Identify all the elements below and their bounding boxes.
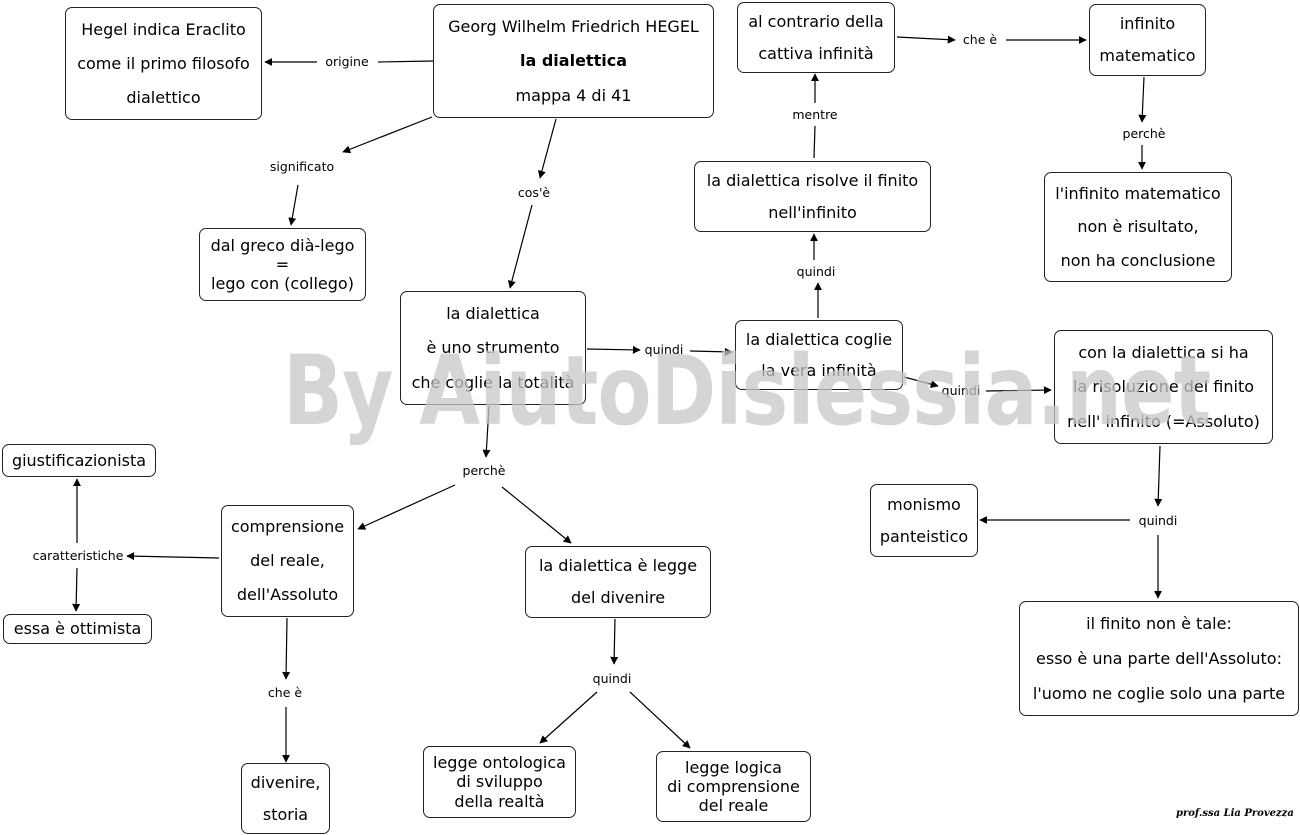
author-signature: prof.ssa Lia Provezza — [1176, 808, 1294, 819]
comprensione-node: comprensione del reale, dell'Assoluto — [221, 505, 354, 617]
link-label-perche-mid: perchè — [459, 464, 509, 478]
divenire-storia-node: divenire, storia — [241, 763, 330, 834]
vera-line-2: la vera infinità — [761, 360, 877, 380]
hegel-title-node: Georg Wilhelm Friedrich HEGEL la dialett… — [433, 4, 714, 118]
ontologica-line-2: di sviluppo — [456, 772, 543, 792]
non-risultato-line-2: non è risultato, — [1077, 217, 1199, 237]
comprensione-line-2: del reale, — [250, 551, 325, 571]
monismo-node: monismo panteistico — [870, 484, 978, 557]
legge-ontologica-node: legge ontologica di sviluppo della realt… — [423, 746, 576, 818]
legge-divenire-node: la dialettica è legge del divenire — [525, 546, 711, 618]
link-label-caratteristiche: caratteristiche — [29, 549, 127, 563]
giustificazionista-node: giustificazionista — [2, 444, 156, 477]
link-label-quindi-bottom: quindi — [589, 672, 635, 686]
logica-line-3: del reale — [698, 796, 769, 816]
monismo-line-2: panteistico — [879, 527, 969, 547]
strumento-line-3: che coglie la totalità — [411, 373, 575, 393]
link-label-origine: origine — [322, 55, 372, 69]
eraclito-line-3: dialettico — [126, 88, 201, 108]
vera-line-1: la dialettica coglie — [745, 329, 893, 349]
inf-mat-line-1: infinito — [1119, 14, 1176, 34]
link-label-quindi-right: quindi — [938, 384, 984, 398]
link-label-significato: significato — [266, 160, 338, 174]
ontologica-line-3: della realtà — [454, 791, 545, 811]
link-label-quindi-bottom-right: quindi — [1135, 514, 1181, 528]
link-label-perche-top: perchè — [1119, 127, 1169, 141]
link-label-quindi-up: quindi — [793, 265, 839, 279]
giustificazionista-label: giustificazionista — [11, 450, 147, 470]
legge-divenire-line-1: la dialettica è legge — [538, 556, 698, 576]
infinito-matematico-node: infinito matematico — [1089, 4, 1206, 76]
divenire-line-2: storia — [262, 804, 309, 824]
strumento-line-1: la dialettica — [446, 303, 540, 323]
finito-line-3: l'uomo ne coglie solo una parte — [1032, 683, 1286, 703]
link-label-che-e-top: che è — [959, 33, 1001, 47]
cattiva-infinita-node: al contrario della cattiva infinità — [737, 2, 895, 73]
risoluzione-line-1: con la dialettica si ha — [1078, 342, 1249, 362]
non-risultato-node: l'infinito matematico non è risultato, n… — [1044, 172, 1232, 282]
logica-line-2: di comprensione — [667, 776, 800, 796]
risoluzione-line-2: la risoluzione del finito — [1072, 377, 1255, 397]
non-risultato-line-3: non ha conclusione — [1060, 250, 1216, 270]
greco-node: dal greco dià-lego = lego con (collego) — [199, 228, 366, 301]
eraclito-line-2: come il primo filosofo — [77, 53, 250, 73]
inf-mat-line-2: matematico — [1099, 46, 1196, 66]
eraclito-node: Hegel indica Eraclito come il primo filo… — [65, 7, 262, 120]
cattiva-line-2: cattiva infinità — [758, 43, 874, 63]
greco-line-2: = — [275, 254, 290, 274]
divenire-line-1: divenire, — [250, 773, 321, 793]
cattiva-line-1: al contrario della — [748, 12, 884, 32]
hegel-title-topic: la dialettica — [520, 51, 627, 71]
legge-divenire-line-2: del divenire — [570, 588, 666, 608]
strumento-line-2: è uno strumento — [426, 338, 560, 358]
hegel-title-map-number: mappa 4 di 41 — [515, 86, 632, 106]
comprensione-line-1: comprensione — [230, 517, 345, 537]
logica-line-1: legge logica — [685, 757, 782, 777]
greco-line-1: dal greco dià-lego — [210, 235, 355, 255]
link-label-mentre: mentre — [789, 108, 841, 122]
finito-line-2: esso è una parte dell'Assoluto: — [1036, 648, 1282, 668]
finito-node: il finito non è tale: esso è una parte d… — [1019, 601, 1299, 716]
link-label-che-e-bottom: che è — [264, 686, 306, 700]
strumento-node: la dialettica è uno strumento che coglie… — [400, 291, 586, 405]
eraclito-line-1: Hegel indica Eraclito — [81, 19, 246, 39]
link-label-quindi-mid: quindi — [641, 343, 687, 357]
monismo-line-1: monismo — [887, 494, 961, 514]
risolve-line-1: la dialettica risolve il finito — [706, 171, 919, 191]
comprensione-line-3: dell'Assoluto — [236, 585, 339, 605]
risolve-line-2: nell'infinito — [768, 202, 857, 222]
ontologica-line-1: legge ontologica — [433, 753, 566, 773]
vera-infinita-node: la dialettica coglie la vera infinità — [735, 320, 903, 390]
ottimista-node: essa è ottimista — [3, 614, 152, 644]
link-label-cose: cos'è — [514, 186, 554, 200]
greco-line-3: lego con (collego) — [211, 274, 354, 294]
risoluzione-node: con la dialettica si ha la risoluzione d… — [1054, 330, 1273, 444]
ottimista-label: essa è ottimista — [13, 619, 142, 639]
risolve-node: la dialettica risolve il finito nell'inf… — [694, 161, 931, 232]
finito-line-1: il finito non è tale: — [1086, 613, 1232, 633]
risoluzione-line-3: nell' infinito (=Assoluto) — [1067, 412, 1260, 432]
hegel-title-author: Georg Wilhelm Friedrich HEGEL — [448, 16, 699, 36]
non-risultato-line-1: l'infinito matematico — [1055, 184, 1221, 204]
legge-logica-node: legge logica di comprensione del reale — [656, 751, 811, 822]
